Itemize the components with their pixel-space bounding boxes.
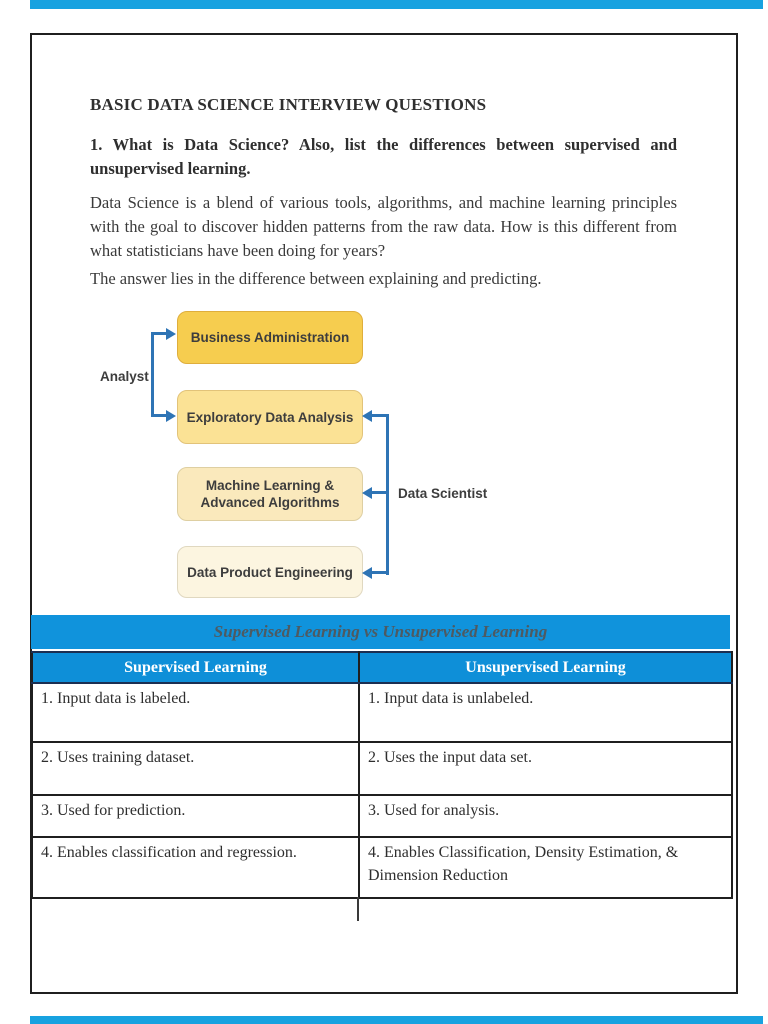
analyst-bracket-line xyxy=(151,332,154,417)
table-cell: 4. Enables classification and regression… xyxy=(31,836,360,899)
paragraph: The answer lies in the difference betwee… xyxy=(90,269,542,288)
table-row: 2. Uses training dataset. 2. Uses the in… xyxy=(31,741,733,796)
data-scientist-arrow-line-2 xyxy=(372,491,389,494)
data-scientist-arrow-line-3 xyxy=(372,571,389,574)
arrow-right-icon xyxy=(166,410,176,422)
arrow-left-icon xyxy=(362,567,372,579)
comparison-banner: Supervised Learning vs Unsupervised Lear… xyxy=(31,615,730,649)
question-heading: 1. What is Data Science? Also, list the … xyxy=(90,135,677,178)
arrow-right-icon xyxy=(166,328,176,340)
table-cell: 1. Input data is labeled. xyxy=(31,682,360,743)
table-header-row: Supervised Learning Unsupervised Learnin… xyxy=(31,651,733,684)
flow-box-machine-learning: Machine Learning & Advanced Algorithms xyxy=(177,467,363,521)
flow-box-data-product-engineering: Data Product Engineering xyxy=(177,546,363,598)
table-row: 1. Input data is labeled. 1. Input data … xyxy=(31,682,733,743)
table-row: 3. Used for prediction. 3. Used for anal… xyxy=(31,794,733,838)
analyst-arrow-line-top xyxy=(151,332,167,335)
table-cell: 3. Used for analysis. xyxy=(358,794,733,838)
paragraph: Data Science is a blend of various tools… xyxy=(90,193,677,260)
table-row: 4. Enables classification and regression… xyxy=(31,836,733,899)
table-cell: 1. Input data is unlabeled. xyxy=(358,682,733,743)
flow-box-exploratory-data-analysis: Exploratory Data Analysis xyxy=(177,390,363,444)
table-cell: 3. Used for prediction. xyxy=(31,794,360,838)
table-cell: 2. Uses training dataset. xyxy=(31,741,360,796)
data-scientist-label: Data Scientist xyxy=(398,486,488,501)
column-divider-stub xyxy=(357,897,359,921)
analyst-arrow-line-bottom xyxy=(151,414,167,417)
arrow-left-icon xyxy=(362,487,372,499)
previous-page-edge xyxy=(30,0,763,9)
next-page-edge xyxy=(30,1016,763,1024)
data-scientist-bracket-line xyxy=(386,414,389,575)
table-cell: 2. Uses the input data set. xyxy=(358,741,733,796)
column-header-unsupervised: Unsupervised Learning xyxy=(358,651,733,684)
page-title: BASIC DATA SCIENCE INTERVIEW QUESTIONS xyxy=(90,95,487,114)
analyst-label: Analyst xyxy=(100,369,149,384)
flow-box-business-administration: Business Administration xyxy=(177,311,363,364)
column-header-supervised: Supervised Learning xyxy=(31,651,360,684)
table-cell: 4. Enables Classification, Density Estim… xyxy=(358,836,733,899)
data-scientist-arrow-line-1 xyxy=(372,414,389,417)
comparison-table: Supervised Learning Unsupervised Learnin… xyxy=(31,651,733,899)
arrow-left-icon xyxy=(362,410,372,422)
